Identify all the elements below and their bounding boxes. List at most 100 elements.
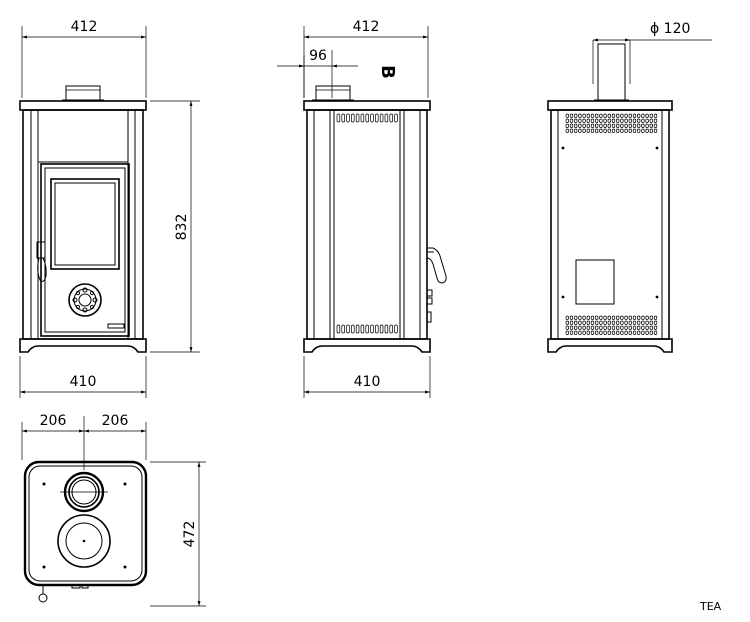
louvre-slot — [607, 320, 611, 325]
louvre-slot — [336, 324, 341, 334]
louvre-slot — [620, 128, 624, 133]
front-height-label: 832 — [174, 214, 190, 241]
louvre-slot — [607, 118, 611, 123]
louvre-slot — [590, 123, 595, 128]
louvre-slot — [590, 118, 595, 123]
louvre-slot — [641, 113, 645, 118]
louvre-slot — [653, 128, 658, 133]
louvre-slot — [574, 128, 578, 133]
louvre-slot — [603, 123, 607, 128]
plan-half-right-label: 206 — [102, 413, 129, 429]
louvre-slot — [578, 315, 582, 320]
louvre-slot — [590, 320, 595, 325]
front-bottom-width-dimension: 410 — [19, 356, 147, 398]
louvre-slot — [341, 113, 345, 123]
back-inspection-panel — [575, 259, 615, 305]
back-body — [550, 109, 670, 340]
louvre-slot — [645, 330, 649, 335]
louvre-slot — [375, 324, 379, 334]
louvre-slot — [632, 330, 637, 335]
louvre-slot — [637, 113, 641, 118]
louvre-slot — [632, 123, 637, 128]
louvre-slot — [607, 330, 611, 335]
louvre-slot — [603, 315, 607, 320]
louvre-slot — [346, 113, 350, 123]
louvre-slot — [641, 320, 645, 325]
louvre-slot — [624, 320, 628, 325]
louvre-slot — [645, 118, 649, 123]
louvre-slot — [632, 118, 637, 123]
side-flue-collar — [312, 85, 354, 101]
side-controls — [426, 289, 433, 323]
louvre-slot — [595, 123, 599, 128]
louvre-slot — [645, 113, 649, 118]
louvre-slot — [384, 113, 389, 123]
louvre-slot — [632, 320, 637, 325]
louvre-slot — [649, 118, 653, 123]
front-flue-collar — [62, 85, 104, 101]
louvre-slot — [375, 113, 379, 123]
louvre-slot — [649, 123, 653, 128]
louvre-slot — [607, 325, 611, 330]
louvre-slot — [616, 118, 620, 123]
louvre-slot — [384, 324, 389, 334]
louvre-slot — [620, 315, 624, 320]
louvre-slot — [351, 113, 355, 123]
front-door — [40, 163, 130, 337]
louvre-slot — [578, 118, 582, 123]
front-top-plate — [19, 100, 147, 111]
louvre-slot — [637, 330, 641, 335]
louvre-slot — [569, 330, 574, 335]
louvre-slot — [582, 315, 586, 320]
louvre-slot — [653, 325, 658, 330]
louvre-slot — [649, 325, 653, 330]
louvre-slot — [649, 320, 653, 325]
louvre-slot — [582, 330, 586, 335]
louvre-slot — [649, 113, 653, 118]
louvre-slot — [370, 113, 374, 123]
louvre-slot — [599, 330, 603, 335]
back-top-plate — [547, 100, 673, 111]
front-control-knob — [68, 283, 102, 317]
louvre-slot — [641, 330, 645, 335]
side-base — [303, 338, 431, 353]
louvre-slot — [645, 325, 649, 330]
louvre-slot — [351, 324, 355, 334]
louvre-slot — [360, 324, 365, 334]
louvre-slot — [578, 123, 582, 128]
side-top-width-label: 412 — [353, 19, 380, 35]
louvre-slot — [641, 325, 645, 330]
louvre-slot — [389, 324, 393, 334]
louvre-slot — [586, 330, 590, 335]
louvre-slot — [628, 128, 632, 133]
side-offset-dimension: 96 — [277, 48, 358, 98]
louvre-slot — [616, 113, 620, 118]
side-view: 412 96 B — [277, 19, 447, 398]
louvre-slot — [341, 324, 345, 334]
front-view: 412 — [19, 19, 200, 398]
louvre-slot — [574, 113, 578, 118]
louvre-slot — [394, 113, 398, 123]
louvre-slot — [394, 324, 398, 334]
louvre-slot — [578, 113, 582, 118]
side-bottom-width-dimension: 410 — [303, 356, 431, 398]
louvre-slot — [586, 118, 590, 123]
side-offset-label: 96 — [309, 48, 327, 64]
louvre-slot — [641, 128, 645, 133]
louvre-slot — [616, 330, 620, 335]
louvre-slot — [653, 315, 658, 320]
louvre-slot — [336, 113, 341, 123]
side-bottom-louvres — [336, 324, 398, 334]
louvre-slot — [628, 325, 632, 330]
louvre-slot — [578, 325, 582, 330]
louvre-slot — [569, 113, 574, 118]
louvre-slot — [641, 315, 645, 320]
louvre-slot — [569, 123, 574, 128]
louvre-slot — [569, 320, 574, 325]
louvre-slot — [632, 315, 637, 320]
louvre-slot — [599, 123, 603, 128]
louvre-slot — [603, 118, 607, 123]
louvre-slot — [603, 325, 607, 330]
louvre-slot — [599, 113, 603, 118]
louvre-slot — [637, 325, 641, 330]
